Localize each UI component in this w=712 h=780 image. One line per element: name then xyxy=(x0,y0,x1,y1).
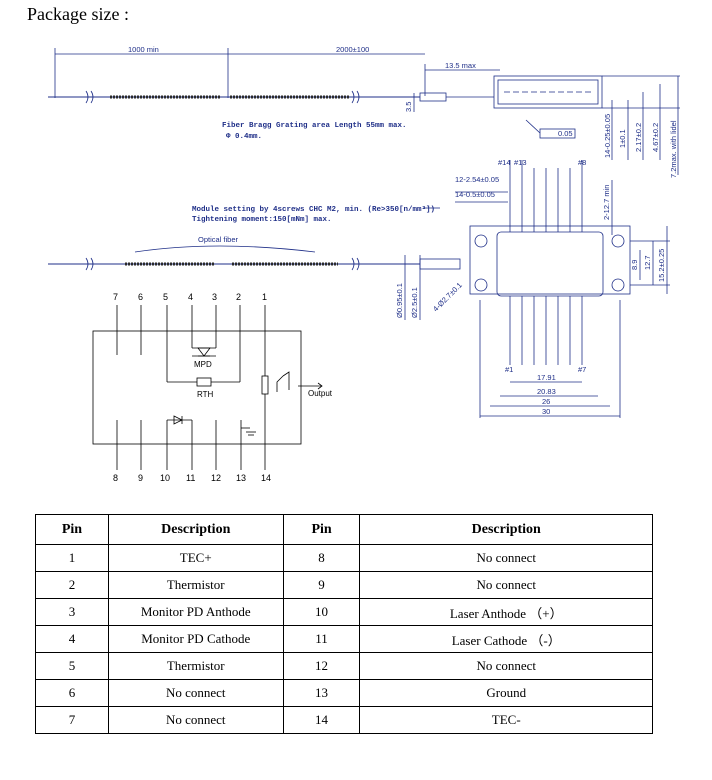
pin-description: Monitor PD Cathode xyxy=(107,625,284,653)
table-row: 5 Thermistor 12 No connect xyxy=(35,652,653,680)
pin-number: 11 xyxy=(282,625,361,653)
svg-text:#7: #7 xyxy=(578,365,586,374)
svg-text:12.7: 12.7 xyxy=(643,255,652,270)
svg-text:10: 10 xyxy=(160,473,170,483)
table-row: 4 Monitor PD Cathode 11 Laser Cathode （-… xyxy=(35,625,653,653)
svg-text:Optical fiber: Optical fiber xyxy=(198,235,239,244)
svg-text:5: 5 xyxy=(163,292,168,302)
svg-text:Ø2.5±0.1: Ø2.5±0.1 xyxy=(410,287,419,318)
pin-number: 13 xyxy=(282,679,361,707)
svg-text:Output: Output xyxy=(308,389,333,398)
page-heading: Package size : xyxy=(27,4,129,24)
svg-text:1000 min: 1000 min xyxy=(128,45,159,54)
svg-text:6: 6 xyxy=(138,292,143,302)
svg-text:4: 4 xyxy=(188,292,193,302)
svg-text:RTH: RTH xyxy=(197,390,214,399)
pin-description: Thermistor xyxy=(107,571,284,599)
svg-text:2-12.7 min: 2-12.7 min xyxy=(602,185,611,220)
pin-number: 2 xyxy=(35,571,109,599)
svg-text:Tightening moment:150[mNm] max: Tightening moment:150[mNm] max. xyxy=(192,216,332,224)
pin-number: 1 xyxy=(35,544,109,572)
svg-text:Module setting by 4screws CHC: Module setting by 4screws CHC M2, min. (… xyxy=(192,205,435,214)
svg-text:#13: #13 xyxy=(514,158,527,167)
pin-description: No connect xyxy=(359,544,653,572)
svg-text:8: 8 xyxy=(113,473,118,483)
svg-text:12: 12 xyxy=(211,473,221,483)
front-view xyxy=(48,160,670,418)
header-pin: Pin xyxy=(282,514,361,545)
svg-text:1±0.1: 1±0.1 xyxy=(618,129,627,148)
svg-text:Φ 0.4mm.: Φ 0.4mm. xyxy=(226,133,262,141)
svg-text:30: 30 xyxy=(542,407,550,416)
svg-text:#8: #8 xyxy=(578,158,586,167)
svg-text:13.5 max: 13.5 max xyxy=(445,61,476,70)
table-row: 7 No connect 14 TEC- xyxy=(35,706,653,734)
svg-text:4-Ø2.7±0.1: 4-Ø2.7±0.1 xyxy=(431,281,464,314)
pin-description: No connect xyxy=(359,652,653,680)
pin-description: No connect xyxy=(107,706,284,734)
top-view-labels: 1000 min 2000±100 13.5 max 3.5 0.05 Fibe… xyxy=(128,45,678,178)
svg-text:26: 26 xyxy=(542,397,550,406)
pin-number: 14 xyxy=(282,706,361,734)
svg-text:#1: #1 xyxy=(505,365,513,374)
pin-description: Laser Cathode （-） xyxy=(359,625,653,653)
pin-table-header: Pin Description Pin Description xyxy=(35,514,653,545)
svg-text:MPD: MPD xyxy=(194,360,212,369)
pin-table: Pin Description Pin Description 1 TEC+ 8… xyxy=(35,514,653,734)
svg-text:8.9: 8.9 xyxy=(630,260,639,270)
svg-text:4.67±0.2: 4.67±0.2 xyxy=(651,123,660,152)
svg-text:15.2±0.25: 15.2±0.25 xyxy=(657,249,666,282)
pin-description: No connect xyxy=(359,571,653,599)
pin-description: Monitor PD Anthode xyxy=(107,598,284,626)
pin-number: 8 xyxy=(282,544,361,572)
svg-text:20.83: 20.83 xyxy=(537,387,556,396)
svg-text:11: 11 xyxy=(186,473,195,483)
pin-description: Thermistor xyxy=(107,652,284,680)
svg-text:3: 3 xyxy=(212,292,217,302)
svg-text:14-0.25±0.05: 14-0.25±0.05 xyxy=(603,114,612,158)
svg-text:2000±100: 2000±100 xyxy=(336,45,369,54)
schematic-labels: 7 6 5 4 3 2 1 MPD RTH Output 8 9 10 11 1… xyxy=(113,292,333,483)
top-view xyxy=(48,48,680,175)
pin-number: 12 xyxy=(282,652,361,680)
pin-number: 5 xyxy=(35,652,109,680)
pin-number: 6 xyxy=(35,679,109,707)
svg-text:17.91: 17.91 xyxy=(537,373,556,382)
package-drawing: 1000 min 2000±100 13.5 max 3.5 0.05 Fibe… xyxy=(48,45,680,483)
table-row: 6 No connect 13 Ground xyxy=(35,679,653,707)
header-description: Description xyxy=(359,514,653,545)
pin-description: TEC- xyxy=(359,706,653,734)
svg-text:#14: #14 xyxy=(498,158,511,167)
pin-number: 7 xyxy=(35,706,109,734)
svg-text:2: 2 xyxy=(236,292,241,302)
table-row: 2 Thermistor 9 No connect xyxy=(35,571,653,599)
svg-text:14: 14 xyxy=(261,473,271,483)
svg-text:3.5: 3.5 xyxy=(404,102,413,112)
pin-description: TEC+ xyxy=(107,544,284,572)
table-row: 1 TEC+ 8 No connect xyxy=(35,544,653,572)
pin-number: 4 xyxy=(35,625,109,653)
pin-description: No connect xyxy=(107,679,284,707)
svg-text:14-0.5±0.05: 14-0.5±0.05 xyxy=(455,190,495,199)
pin-description: Laser Anthode （+） xyxy=(359,598,653,626)
header-description: Description xyxy=(107,514,284,545)
pin-number: 10 xyxy=(282,598,361,626)
svg-text:13: 13 xyxy=(236,473,246,483)
svg-text:Ø0.95±0.1: Ø0.95±0.1 xyxy=(395,283,404,318)
schematic xyxy=(92,305,323,470)
svg-text:1: 1 xyxy=(262,292,267,302)
svg-text:0.05: 0.05 xyxy=(558,129,573,138)
pin-description: Ground xyxy=(359,679,653,707)
pin-number: 9 xyxy=(282,571,361,599)
svg-text:12-2.54±0.05: 12-2.54±0.05 xyxy=(455,175,499,184)
svg-text:Fiber Bragg Grating area Lengt: Fiber Bragg Grating area Length 55mm max… xyxy=(222,122,407,130)
pin-number: 3 xyxy=(35,598,109,626)
svg-text:7: 7 xyxy=(113,292,118,302)
front-view-labels: Module setting by 4screws CHC M2, min. (… xyxy=(192,158,666,416)
svg-text:9: 9 xyxy=(138,473,143,483)
svg-text:2.17±0.2: 2.17±0.2 xyxy=(634,123,643,152)
svg-text:7.2max. with lidel: 7.2max. with lidel xyxy=(669,120,678,178)
table-row: 3 Monitor PD Anthode 10 Laser Anthode （+… xyxy=(35,598,653,626)
header-pin: Pin xyxy=(35,514,109,545)
